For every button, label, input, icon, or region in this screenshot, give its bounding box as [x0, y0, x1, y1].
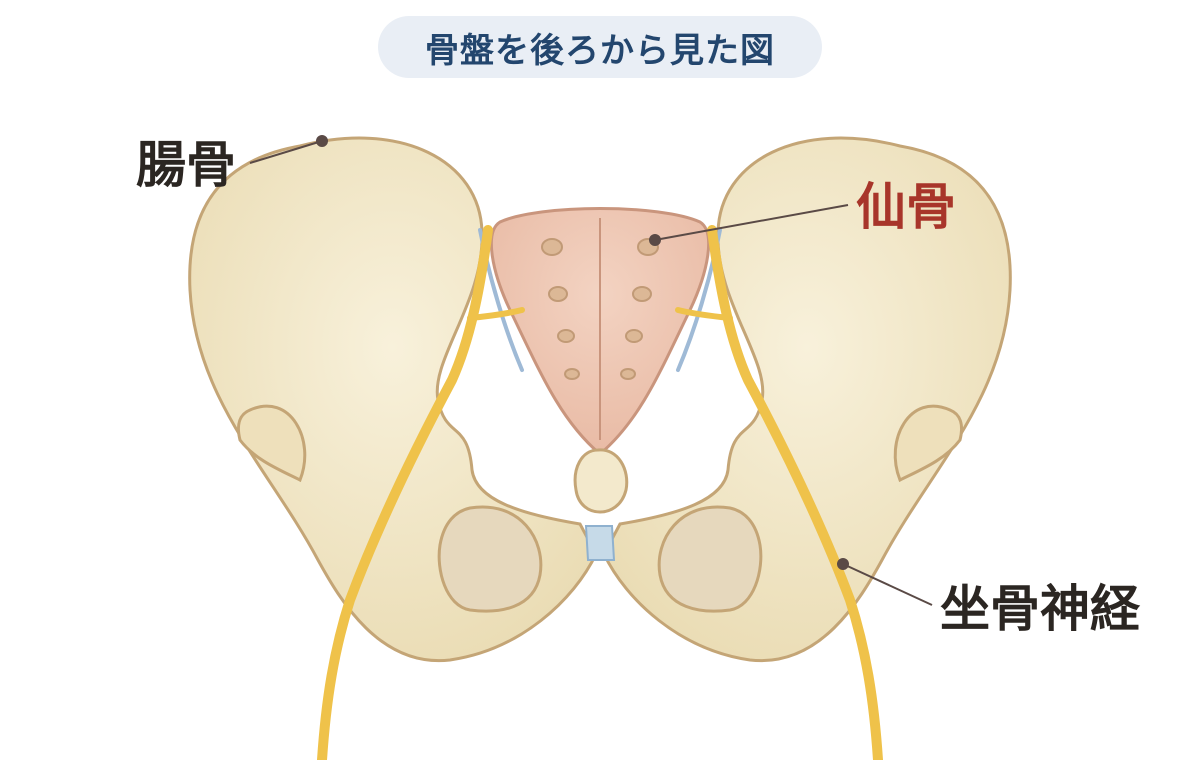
left-acetabulum: [236, 404, 307, 483]
pubic-symphysis: [584, 525, 616, 561]
sacrum-leader-line: [654, 204, 849, 241]
ilium-label: 腸骨: [136, 136, 236, 194]
sacral-foramen: [548, 286, 568, 302]
coccyx-bone: [573, 448, 629, 514]
ilium-leader-dot: [316, 135, 328, 147]
title-badge: 骨盤を後ろから見た図: [378, 16, 822, 78]
sacrum-label: 仙骨: [856, 178, 956, 236]
sacrum-leader-dot: [649, 234, 661, 246]
sacral-foramen: [625, 329, 643, 343]
sacral-foramen: [541, 238, 563, 256]
sacral-foramen: [564, 368, 580, 380]
right-sciatic-nerve: [707, 225, 883, 760]
left-obturator-foramen: [437, 505, 543, 613]
sciatic-nerve-leader-line: [842, 563, 933, 606]
sciatic-nerve-leader-dot: [837, 558, 849, 570]
sciatic-nerve-label: 坐骨神経: [940, 580, 1140, 638]
diagram-title: 骨盤を後ろから見た図: [425, 30, 775, 71]
sacral-foramen: [632, 286, 652, 302]
ilium-leader-line: [249, 140, 323, 164]
leader-lines: [249, 135, 933, 606]
sacral-foramen: [620, 368, 636, 380]
right-acetabulum: [893, 404, 964, 483]
right-obturator-foramen: [657, 505, 763, 613]
sacral-foramen: [557, 329, 575, 343]
sacral-foramina: [541, 238, 659, 380]
left-sciatic-nerve: [317, 225, 493, 760]
